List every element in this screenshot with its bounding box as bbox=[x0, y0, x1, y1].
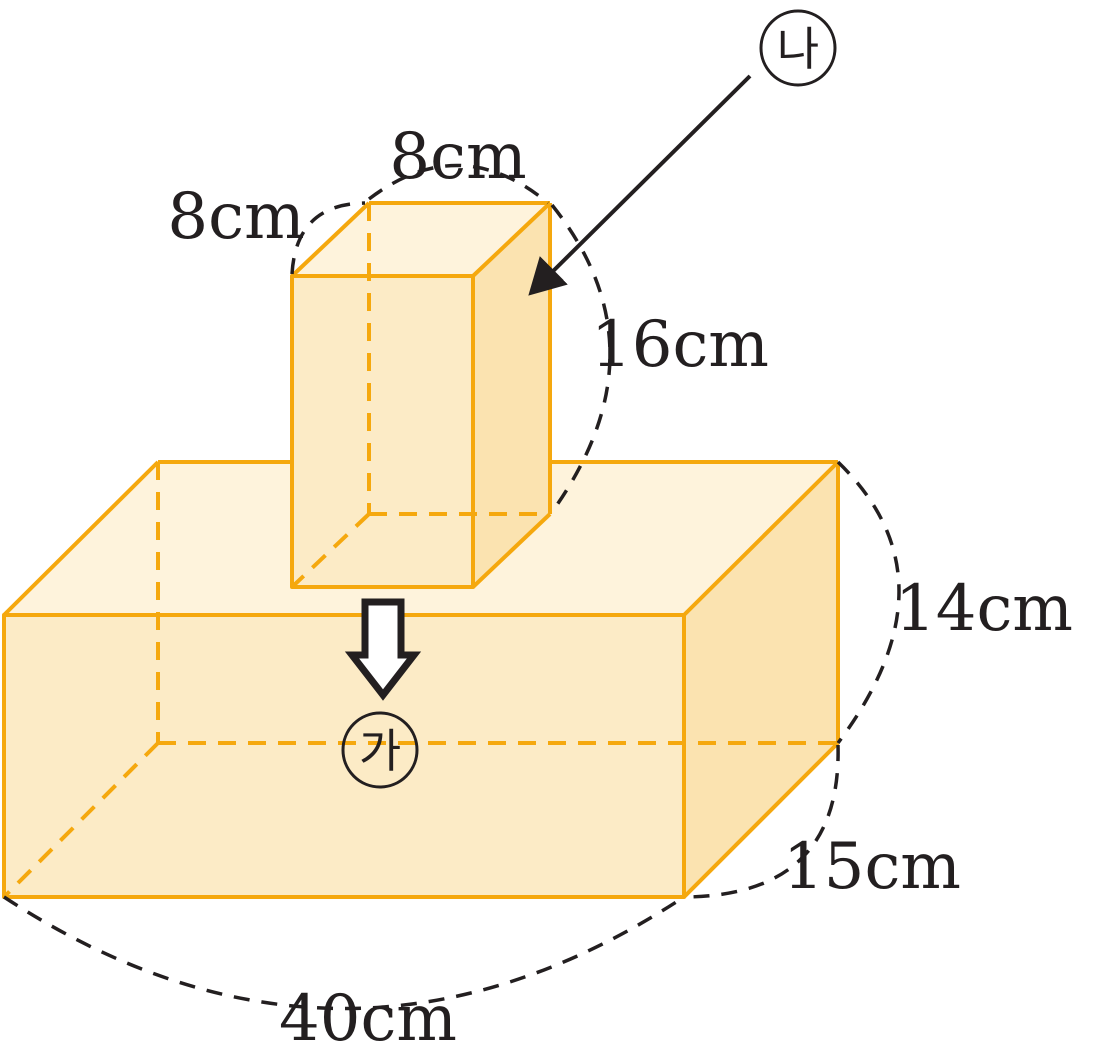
small-hidden-edges bbox=[290, 203, 550, 589]
text-na: 나 bbox=[777, 22, 819, 76]
circle-na bbox=[759, 9, 837, 87]
solid-label-na: 나 bbox=[759, 9, 837, 87]
small-cuboid bbox=[290, 201, 552, 589]
down-arrow-icon bbox=[344, 598, 422, 701]
solid-label-ga: 가 bbox=[341, 711, 419, 789]
small-top-face bbox=[292, 203, 550, 276]
label-large-depth: 15cm bbox=[783, 830, 961, 904]
arc-large-depth bbox=[685, 744, 840, 899]
label-large-height: 14cm bbox=[895, 572, 1073, 646]
large-hidden-edges bbox=[2, 462, 838, 899]
arc-small-height bbox=[550, 203, 612, 514]
text-ga: 가 bbox=[359, 724, 401, 778]
dimension-arcs bbox=[3, 163, 901, 1011]
arc-small-depth bbox=[290, 201, 366, 275]
label-small-depth: 8cm bbox=[167, 180, 304, 254]
pointer-arrow-icon bbox=[528, 74, 752, 296]
circle-ga bbox=[341, 711, 419, 789]
label-small-height: 16cm bbox=[591, 308, 769, 382]
small-visible-edges bbox=[290, 201, 552, 589]
label-small-width: 8cm bbox=[389, 120, 526, 194]
label-large-width: 40cm bbox=[279, 982, 457, 1056]
large-cuboid bbox=[2, 460, 840, 899]
arc-large-height bbox=[836, 460, 901, 745]
arc-small-width bbox=[367, 163, 550, 205]
small-front-face bbox=[292, 276, 473, 587]
large-right-face bbox=[684, 462, 838, 897]
small-right-face bbox=[473, 203, 550, 587]
